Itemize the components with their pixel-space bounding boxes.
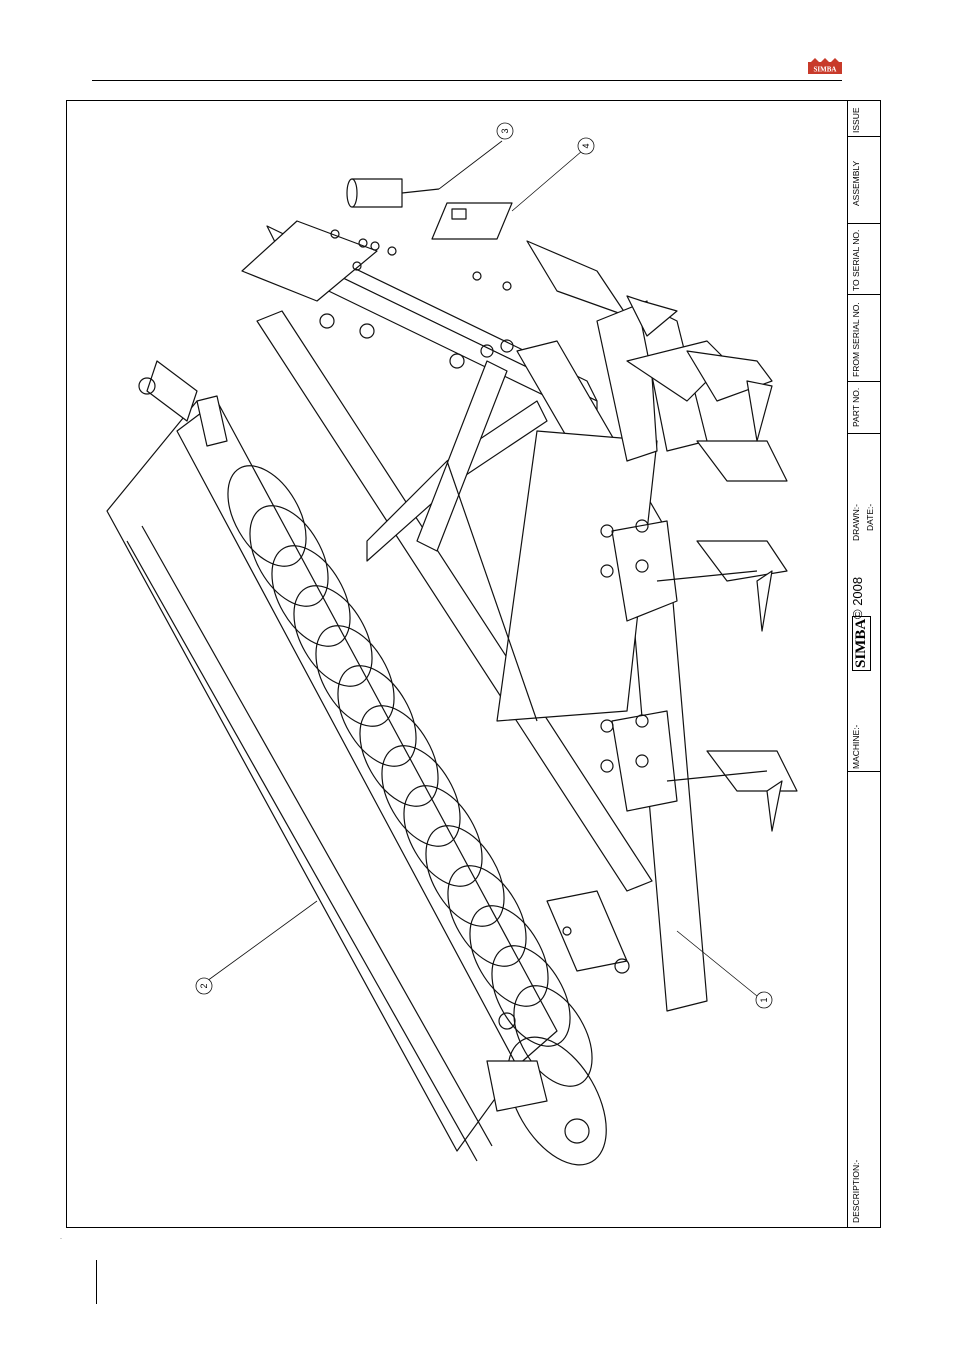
corner-mark: ·	[60, 1236, 62, 1242]
callout-1-number: 1	[759, 997, 769, 1002]
to-serial-label: TO SERIAL NO.	[851, 230, 861, 291]
footer-rule	[96, 1260, 97, 1304]
date-label: DATE:-	[865, 504, 875, 531]
cultivator-assembly-drawing: 2 1 3 4	[67, 101, 847, 1227]
title-block: ISSUE ASSEMBLY TO SERIAL NO. FROM SERIAL…	[847, 101, 880, 1227]
oil-can-item-3	[347, 179, 439, 207]
machine-label: MACHINE:-	[851, 725, 861, 769]
header-rule	[92, 80, 842, 81]
callout-4-number: 4	[581, 143, 591, 148]
from-serial-label: FROM SERIAL NO.	[851, 302, 861, 377]
issue-label: ISSUE	[851, 107, 861, 133]
part-no-label: PART NO.	[851, 388, 861, 427]
simba-logo: SIMBA	[808, 58, 842, 78]
svg-text:SIMBA: SIMBA	[814, 66, 837, 74]
callout-3-number: 3	[500, 128, 510, 133]
manual-item-4	[432, 203, 512, 239]
drawing-sheet: 2 1 3 4 ISSUE ASSEMBLY TO SERIAL NO. FRO…	[66, 100, 881, 1228]
description-label: DESCRIPTION:-	[851, 1160, 861, 1223]
assembly-label: ASSEMBLY	[851, 161, 861, 206]
simba-brand-mark: SIMBA	[852, 616, 871, 671]
copyright-text: © 2008	[850, 577, 865, 619]
drawn-label: DRAWN:-	[851, 504, 861, 541]
callout-2-number: 2	[199, 983, 209, 988]
